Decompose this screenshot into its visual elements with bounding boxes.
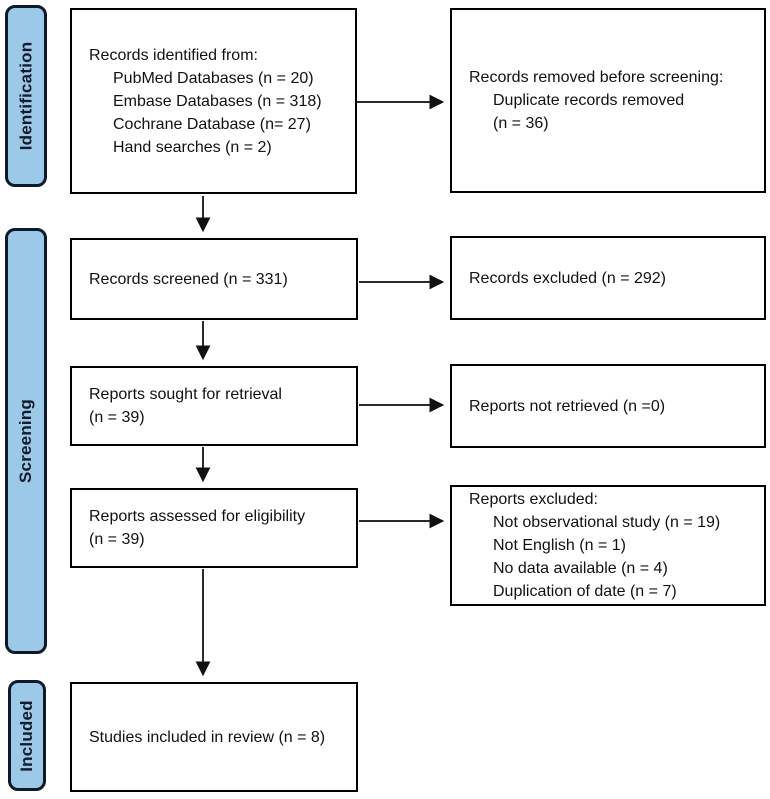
box-line: Duplication of date (n = 7) (493, 583, 677, 600)
box-heading: Reports excluded: (469, 491, 598, 508)
box-line: Studies included in review (n = 8) (89, 728, 326, 746)
stage-bar-screening: Screening (5, 228, 47, 654)
reports-not-retrieved-box: Reports not retrieved (n =0) (450, 364, 766, 448)
box-line: (n = 39) (89, 409, 145, 426)
reports-assessed-box: Reports assessed for eligibility (n = 39… (70, 488, 358, 568)
box-line: Cochrane Database (n= 27) (113, 115, 311, 133)
stage-label-included: Included (17, 699, 36, 772)
stage-label-screening: Screening (16, 399, 35, 483)
box-line: (n = 39) (89, 531, 145, 548)
box-line: PubMed Databases (n = 20) (113, 69, 314, 87)
stage-bar-included: Included (8, 680, 46, 791)
reports-sought-box: Reports sought for retrieval (n = 39) (70, 366, 358, 446)
box-line: Duplicate records removed (493, 92, 685, 109)
box-line: Reports sought for retrieval (89, 386, 282, 403)
box-line: Not observational study (n = 19) (493, 514, 721, 531)
records-identified-box: Records identified from: PubMed Database… (70, 8, 357, 194)
box-line: (n = 36) (493, 115, 549, 132)
box-line: Records screened (n = 331) (89, 270, 288, 288)
reports-excluded-box: Reports excluded: Not observational stud… (450, 485, 766, 606)
box-line: Not English (n = 1) (493, 537, 626, 554)
box-heading: Records identified from: (89, 46, 258, 64)
records-screened-box: Records screened (n = 331) (70, 238, 358, 320)
records-removed-box: Records removed before screening: Duplic… (450, 8, 766, 193)
records-excluded-box: Records excluded (n = 292) (450, 236, 766, 320)
box-line: Records excluded (n = 292) (469, 269, 666, 287)
box-line: Embase Databases (n = 318) (113, 92, 322, 110)
stage-bar-identification: Identification (5, 5, 47, 187)
box-heading: Records removed before screening: (469, 69, 724, 86)
stage-label-identification: Identification (16, 41, 36, 151)
box-line: Reports not retrieved (n =0) (469, 397, 666, 415)
box-line: No data available (n = 4) (493, 560, 668, 577)
box-line: Reports assessed for eligibility (89, 508, 306, 525)
box-line: Hand searches (n = 2) (113, 138, 272, 156)
studies-included-box: Studies included in review (n = 8) (70, 682, 358, 792)
